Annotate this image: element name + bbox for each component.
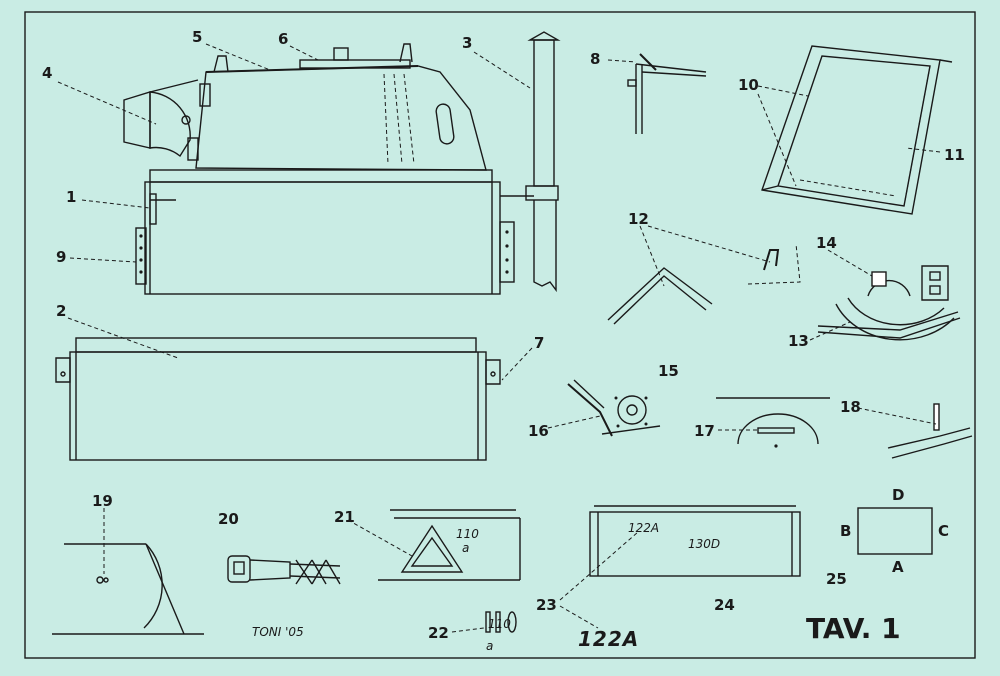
ref-side-a: A — [892, 558, 904, 576]
label-11: 11 — [944, 146, 965, 164]
label-18: 18 — [840, 398, 861, 416]
part-23-code-2: 130D — [688, 537, 720, 551]
part-20-tow-tool — [227, 555, 341, 585]
part-15-16-hub-rod — [567, 379, 661, 437]
label-20: 20 — [218, 510, 239, 528]
label-19: 19 — [92, 492, 113, 510]
part-22-code: 110 — [488, 617, 511, 631]
leader-lines — [57, 43, 941, 633]
label-3: 3 — [462, 34, 472, 52]
label-17: 17 — [694, 422, 715, 440]
part-18-edge-bracket — [887, 403, 973, 459]
ref-side-d: D — [892, 486, 904, 504]
label-1: 1 — [66, 188, 76, 206]
part-23-code-1: 122A — [628, 521, 659, 535]
part-9-hinge-strip — [135, 221, 515, 285]
annotations: 110 a 110 a 122A 130D 122A D B C A TONI … — [252, 486, 949, 653]
part-22-pins — [485, 611, 517, 633]
part-10-11-screen-panel — [761, 45, 953, 215]
label-4: 4 — [42, 64, 52, 82]
part-13-14-fender-cupola — [817, 265, 961, 341]
label-16: 16 — [528, 422, 549, 440]
label-12: 12 — [628, 210, 649, 228]
label-14: 14 — [816, 234, 837, 252]
part-3-exhaust-stack — [500, 31, 561, 293]
label-24: 24 — [714, 596, 735, 614]
label-6: 6 — [278, 30, 288, 48]
label-13: 13 — [788, 332, 809, 350]
part-2-hull-box — [55, 337, 501, 461]
sheet-title: TAV. 1 — [806, 612, 901, 645]
part-8-angle-bracket — [627, 53, 707, 134]
part-17-dome — [716, 397, 830, 448]
sheet-border — [24, 11, 976, 659]
label-21: 21 — [334, 508, 355, 526]
part-numbers: 1 2 3 4 5 6 7 8 9 10 11 12 13 14 15 16 1… — [42, 28, 965, 642]
label-9: 9 — [56, 248, 66, 266]
part-4-mantlet — [123, 79, 199, 158]
turret-body — [187, 43, 487, 171]
part-21-sub: a — [462, 541, 469, 555]
label-5: 5 — [192, 28, 202, 46]
part-22-sub: a — [486, 639, 493, 653]
label-22: 22 — [428, 624, 449, 642]
part-24-panel — [589, 505, 801, 577]
part-1-hull-side — [144, 169, 501, 295]
artist-signature: TONI '05 — [252, 625, 304, 639]
part-19-shield — [52, 543, 204, 635]
part-23-big-code: 122A — [578, 627, 639, 651]
label-23: 23 — [536, 596, 557, 614]
ref-side-c: C — [938, 522, 949, 540]
part-12-ridge-and-hook — [607, 243, 801, 325]
label-8: 8 — [590, 50, 600, 68]
part-21-triangle-plate — [378, 509, 521, 581]
label-7: 7 — [534, 334, 544, 352]
label-25: 25 — [826, 570, 847, 588]
part-25-reference-box — [857, 507, 933, 555]
label-2: 2 — [56, 302, 66, 320]
part-21-code: 110 — [456, 527, 479, 541]
label-15: 15 — [658, 362, 679, 380]
ref-side-b: B — [840, 522, 851, 540]
label-10: 10 — [738, 76, 759, 94]
